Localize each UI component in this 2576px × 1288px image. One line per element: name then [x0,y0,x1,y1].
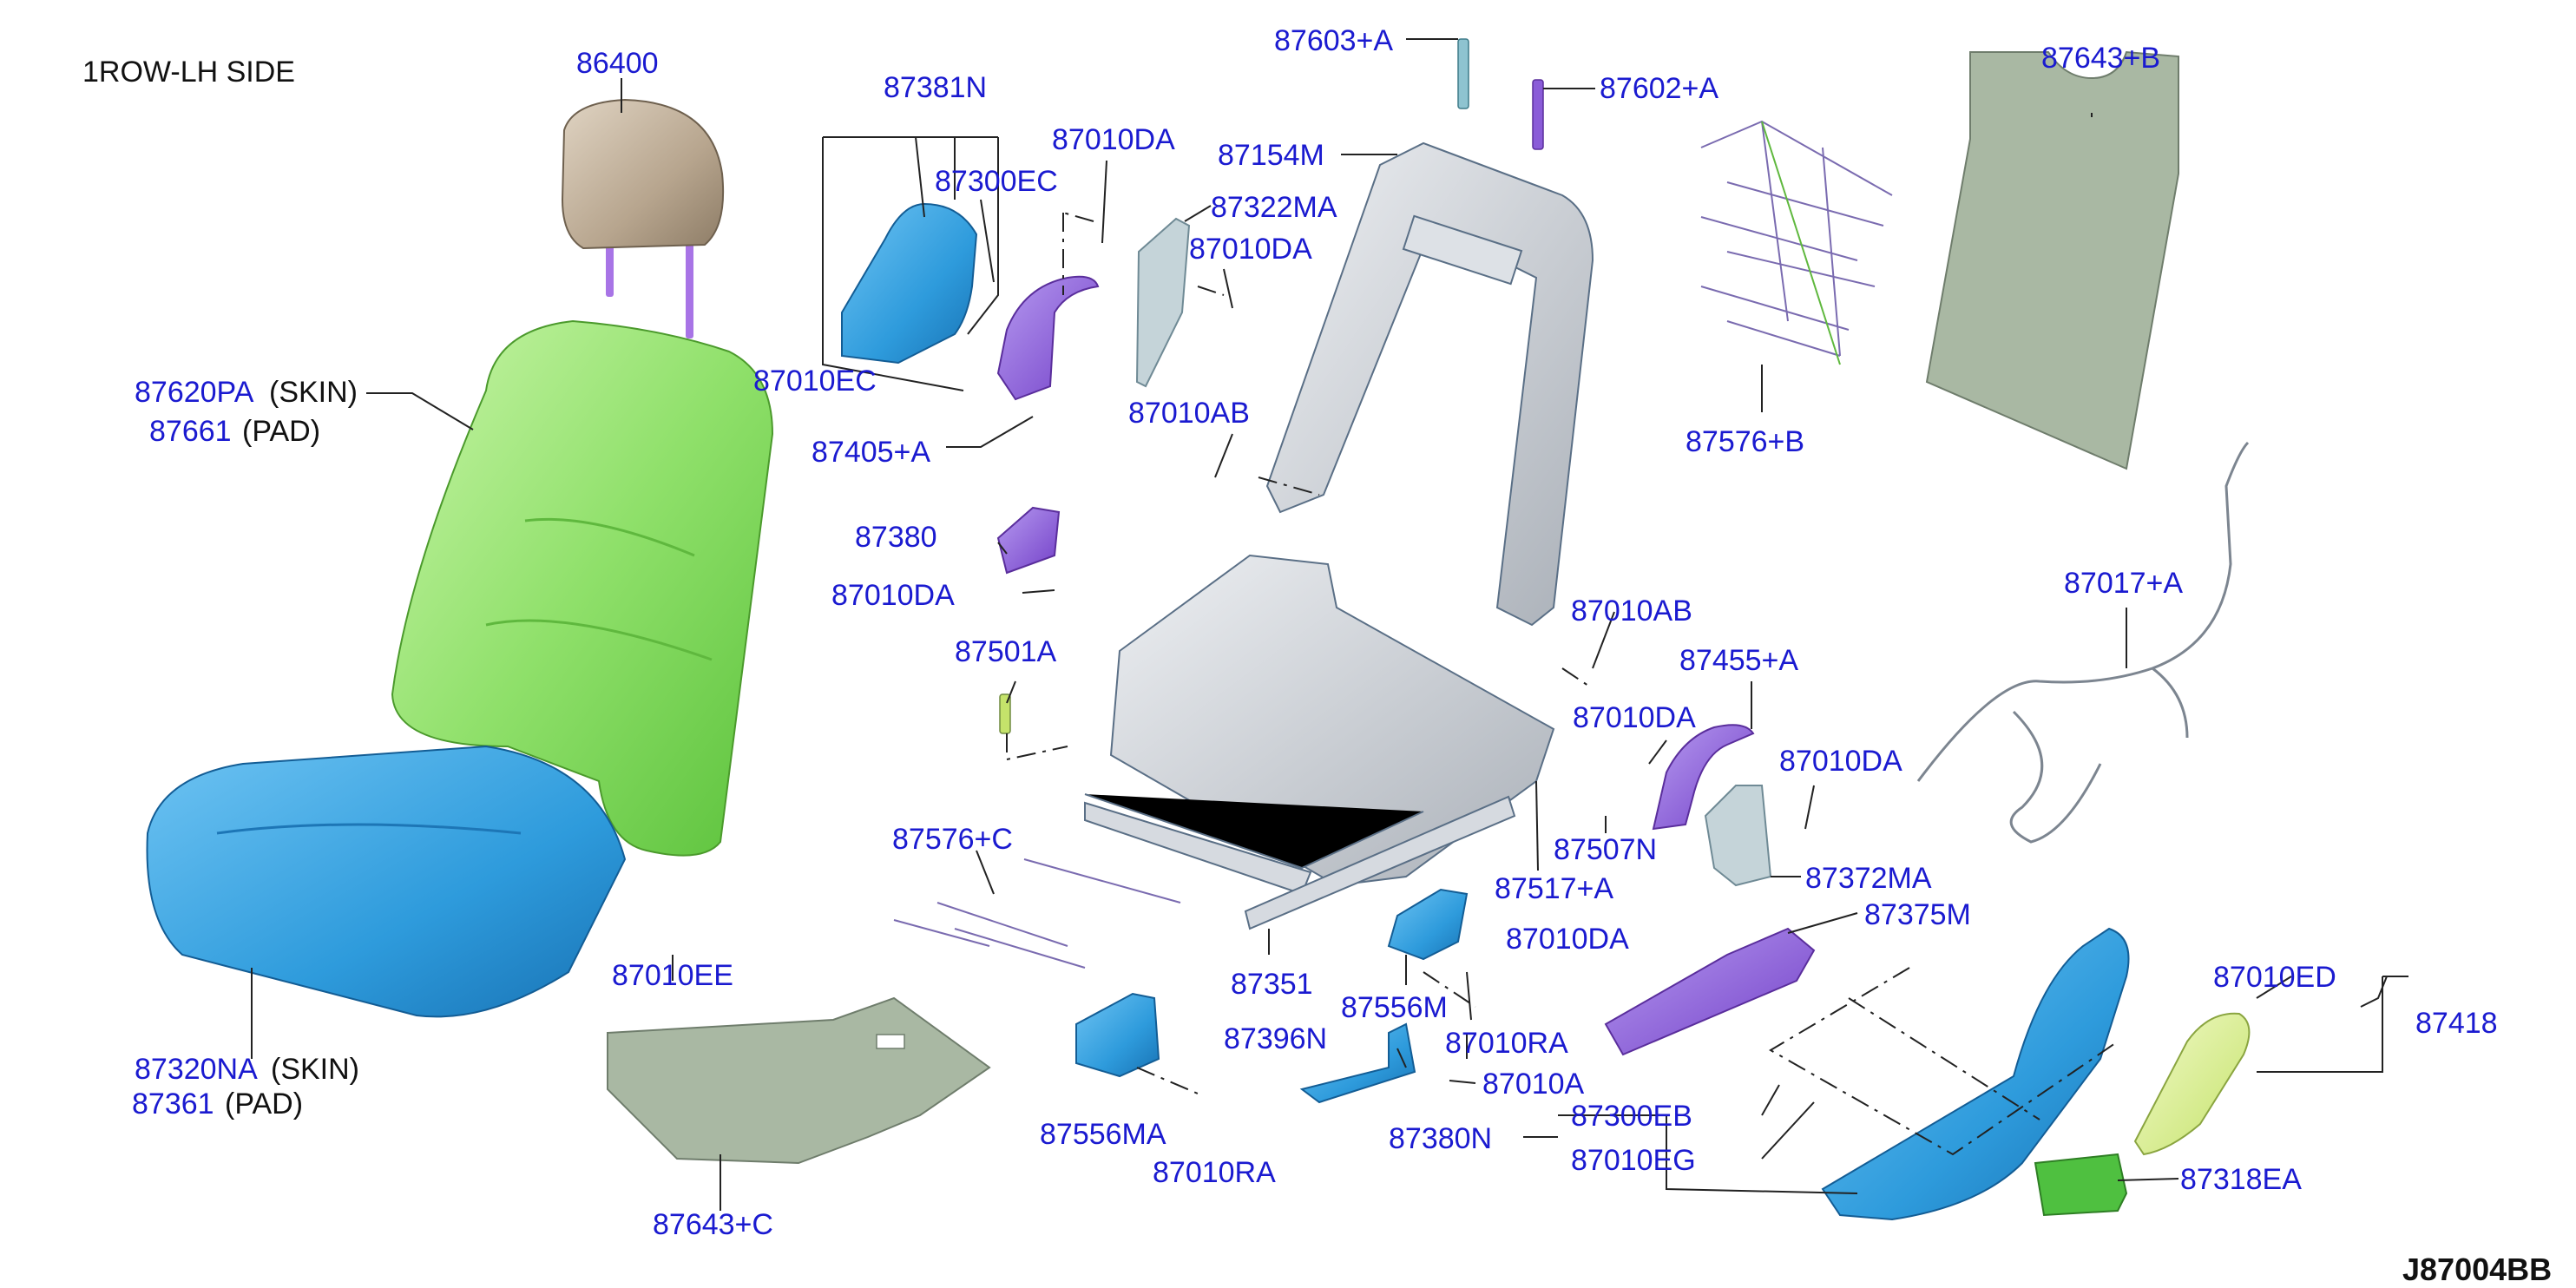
label-87351: 87351 [1231,968,1313,1001]
label-87418: 87418 [2415,1007,2498,1040]
label-87501a: 87501A [955,635,1057,668]
headrest-drawing [561,98,725,338]
part-396-drawing [1299,1022,1416,1104]
label-87556m: 87556M [1341,991,1448,1024]
label-87455a: 87455+A [1679,644,1798,677]
label-87010ec: 87010EC [753,365,877,398]
label-87602a: 87602+A [1600,72,1718,105]
part-380-drawing [996,506,1061,575]
label-87380n: 87380N [1389,1122,1492,1155]
label-87661: 87661 [149,415,232,448]
label-skin-note-2: (SKIN) [271,1053,359,1086]
bracket-455-drawing [1652,724,1755,831]
pin-501-drawing [999,693,1011,734]
label-87010ra-1: 87010RA [1445,1027,1568,1060]
label-87300eb: 87300EB [1571,1100,1692,1133]
label-87643b: 87643+B [2041,42,2160,75]
spring-b-drawing [1700,120,1893,365]
label-87381n: 87381N [884,71,987,104]
label-pad-note-1: (PAD) [242,415,320,448]
cover-375-drawing [1604,927,1816,1056]
leader-lines [251,38,2408,1211]
seat-frame-drawing [1084,554,1555,930]
label-87010da-5: 87010DA [1779,745,1902,778]
label-87010ab-1: 87010AB [1128,397,1250,430]
label-87010da-2: 87010DA [1189,233,1312,266]
seat-cushion-drawing [146,745,627,1018]
mat-c-drawing [607,996,991,1165]
cover-318-drawing [2034,1153,2128,1217]
label-87576b: 87576+B [1686,425,1804,458]
label-87576c: 87576+C [892,823,1013,856]
label-87154m: 87154M [1218,139,1324,172]
label-86400: 86400 [576,47,659,80]
label-87318ea: 87318EA [2180,1163,2302,1196]
trim-372-drawing [1704,785,1772,887]
labels: 1ROW-LH SIDE 86400 87620PA (SKIN) 87661 … [82,24,2552,1287]
label-87517a: 87517+A [1495,872,1613,905]
label-87320na: 87320NA [135,1053,258,1086]
label-87010eg: 87010EG [1571,1144,1696,1177]
label-87010ed: 87010ED [2213,961,2336,994]
label-87010ab-2: 87010AB [1571,595,1692,628]
label-87010da-1: 87010DA [1052,123,1175,156]
seatback-frame-drawing [1265,141,1594,627]
label-87396n: 87396N [1224,1022,1327,1055]
guide-602-drawing [1532,79,1544,150]
knob-418-drawing [2133,1012,2251,1156]
mat-b-drawing [1925,50,2179,470]
dashed-axes [1006,212,2119,1156]
label-87010da-3: 87010DA [831,579,955,612]
label-87010a: 87010A [1482,1068,1585,1101]
side-cover-drawing [841,202,978,365]
label-87010ra-2: 87010RA [1153,1156,1276,1189]
diagram-id: J87004BB [2402,1252,2552,1287]
seatback-drawing [391,319,774,857]
label-87556ma: 87556MA [1040,1118,1166,1151]
label-skin-note-1: (SKIN) [269,376,358,409]
guide-603-drawing [1457,38,1469,109]
label-87010da-6: 87010DA [1506,923,1629,956]
finisher-380n-drawing [1821,927,2130,1221]
page-title: 1ROW-LH SIDE [82,56,295,89]
label-pad-note-2: (PAD) [225,1088,303,1120]
label-87405a: 87405+A [812,436,930,469]
spring-c-drawing [893,858,1181,969]
trim-322-drawing [1135,217,1191,388]
label-87375m: 87375M [1864,898,1971,931]
bracket-556-drawing [1387,888,1469,961]
label-87372ma: 87372MA [1805,862,1932,895]
mat-c-slot [876,1034,905,1049]
label-87643c: 87643+C [653,1208,773,1241]
harness-drawing [1916,441,2250,844]
label-87017a: 87017+A [2064,567,2183,600]
bracket-556ma-drawing [1075,992,1160,1078]
label-87603a: 87603+A [1274,24,1393,57]
label-87322ma: 87322MA [1211,191,1337,224]
label-87300ec: 87300EC [935,165,1058,198]
label-87380: 87380 [855,521,937,554]
label-87010ee: 87010EE [612,959,733,992]
label-87010da-4: 87010DA [1573,701,1696,734]
label-87361: 87361 [132,1088,214,1120]
label-87620pa: 87620PA [135,376,254,409]
label-87507n: 87507N [1554,833,1657,866]
bracket-405-drawing [996,275,1100,401]
